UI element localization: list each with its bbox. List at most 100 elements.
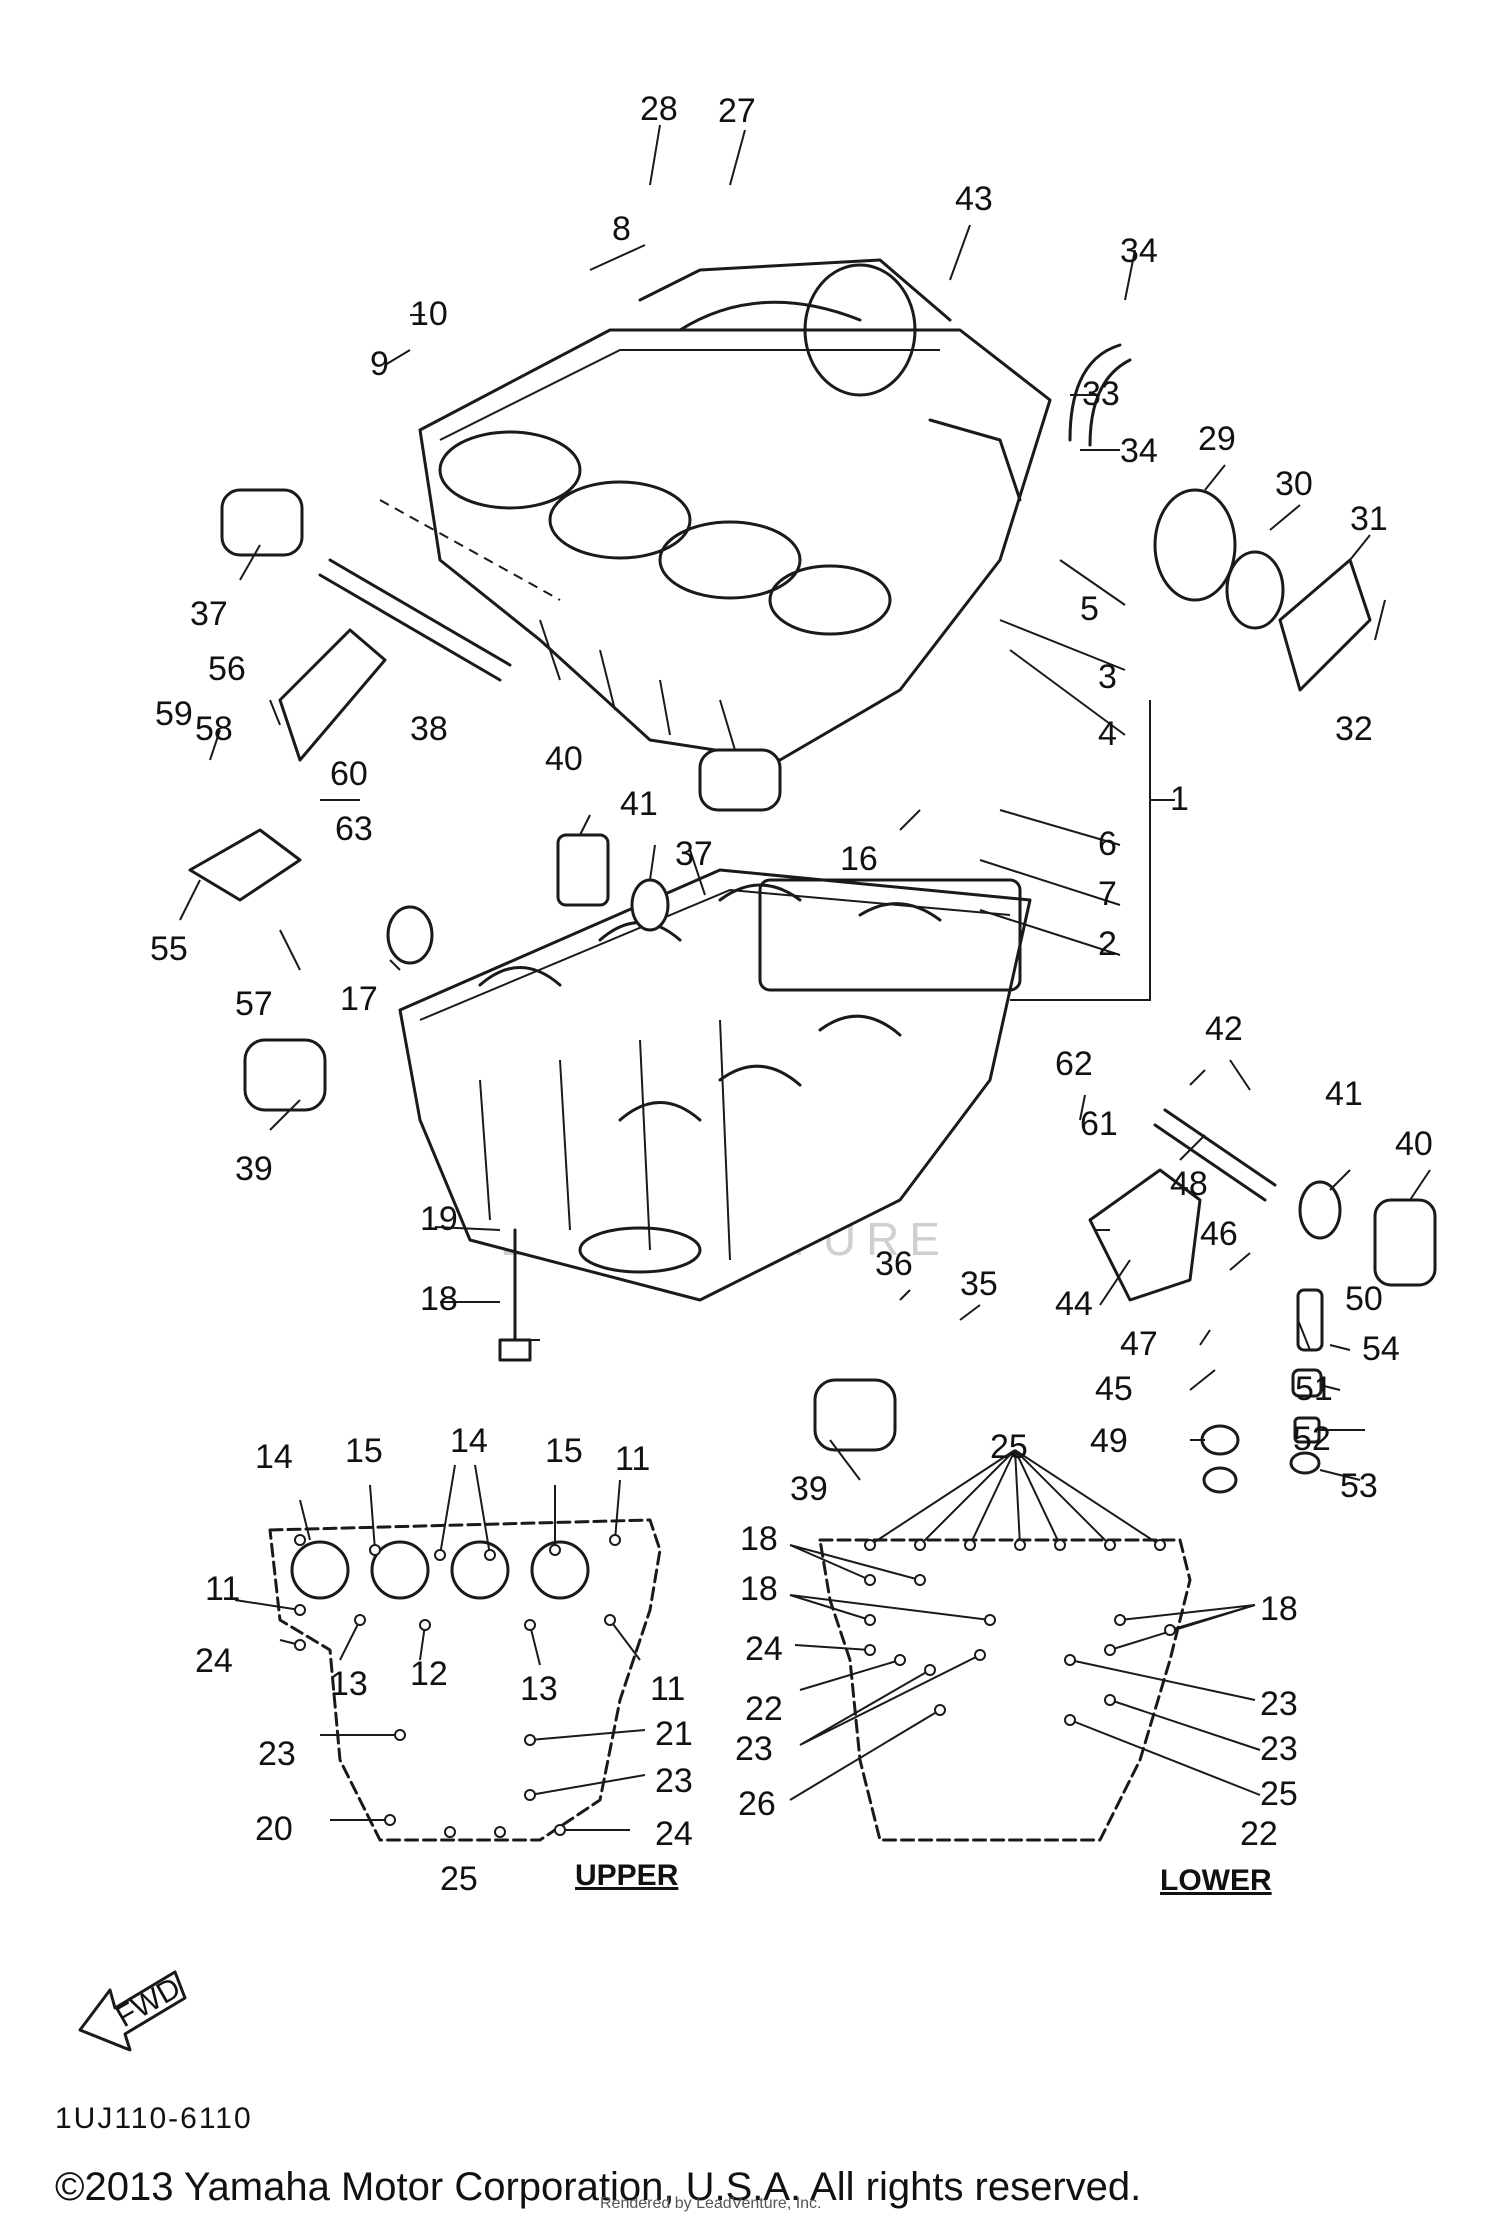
part-callout-38: 38 [410, 710, 448, 748]
part-callout-55: 55 [150, 930, 188, 968]
part-callout-36: 36 [875, 1245, 913, 1283]
upper-callout-24: 24 [655, 1815, 693, 1853]
part-callout-63: 63 [335, 810, 373, 848]
part-callout-42: 42 [1205, 1010, 1243, 1048]
upper-callout-13: 13 [330, 1665, 368, 1703]
part-callout-35: 35 [960, 1265, 998, 1303]
upper-callout-14: 14 [255, 1438, 293, 1476]
lower-callout-23: 23 [1260, 1730, 1298, 1768]
part-callout-37: 37 [675, 835, 713, 873]
lower-callout-18: 18 [740, 1570, 778, 1608]
part-callout-39: 39 [790, 1470, 828, 1508]
part-callout-41: 41 [1325, 1075, 1363, 1113]
part-callout-8: 8 [612, 210, 631, 248]
lower-callout-18: 18 [740, 1520, 778, 1558]
part-callout-19: 19 [420, 1200, 458, 1238]
lower-bolt-diagram [789, 1449, 1261, 1842]
part-callout-37: 37 [190, 595, 228, 633]
part-callout-61: 61 [1080, 1105, 1118, 1143]
lower-callout-25: 25 [990, 1428, 1028, 1466]
part-callout-28: 28 [640, 90, 678, 128]
part-callout-6: 6 [1098, 825, 1117, 863]
lower-label: LOWER [1160, 1864, 1272, 1897]
part-callout-44: 44 [1055, 1285, 1093, 1323]
part-callout-34: 34 [1120, 432, 1158, 470]
lower-callout-22: 22 [745, 1690, 783, 1728]
part-callout-49: 49 [1090, 1422, 1128, 1460]
part-callout-40: 40 [1395, 1125, 1433, 1163]
fwd-arrow-icon: FWD [78, 1970, 187, 2052]
part-callout-29: 29 [1198, 420, 1236, 458]
part-callout-47: 47 [1120, 1325, 1158, 1363]
upper-callout-24: 24 [195, 1642, 233, 1680]
upper-callout-14: 14 [450, 1422, 488, 1460]
part-callout-50: 50 [1345, 1280, 1383, 1318]
part-callout-2: 2 [1098, 925, 1117, 963]
part-callout-5: 5 [1080, 590, 1099, 628]
part-callout-27: 27 [718, 92, 756, 130]
lower-callout-26: 26 [738, 1785, 776, 1823]
part-callout-32: 32 [1335, 710, 1373, 748]
part-callout-41: 41 [620, 785, 658, 823]
part-callout-3: 3 [1098, 658, 1117, 696]
part-callout-46: 46 [1200, 1215, 1238, 1253]
part-callout-60: 60 [330, 755, 368, 793]
part-callout-7: 7 [1098, 875, 1117, 913]
lower-callout-24: 24 [745, 1630, 783, 1668]
part-callout-52: 52 [1293, 1420, 1331, 1458]
part-callout-57: 57 [235, 985, 273, 1023]
part-callout-43: 43 [955, 180, 993, 218]
upper-label: UPPER [575, 1859, 679, 1892]
part-callout-39: 39 [235, 1150, 273, 1188]
part-callout-34: 34 [1120, 232, 1158, 270]
part-callout-53: 53 [1340, 1467, 1378, 1505]
upper-callout-12: 12 [410, 1655, 448, 1693]
part-callout-56: 56 [208, 650, 246, 688]
lower-callout-23: 23 [735, 1730, 773, 1768]
part-callout-9: 9 [370, 345, 389, 383]
part-callout-48: 48 [1170, 1165, 1208, 1203]
leader-lines [179, 124, 1431, 1481]
part-callout-59: 59 [155, 695, 193, 733]
part-callout-45: 45 [1095, 1370, 1133, 1408]
upper-callout-11: 11 [615, 1440, 650, 1478]
upper-callout-11: 11 [205, 1570, 240, 1608]
lower-callout-25: 25 [1260, 1775, 1298, 1813]
lower-callout-22: 22 [1240, 1815, 1278, 1853]
upper-callout-21: 21 [655, 1715, 693, 1753]
part-callout-4: 4 [1098, 715, 1117, 753]
copyright-text: ©2013 Yamaha Motor Corporation, U.S.A. A… [55, 2165, 1141, 2209]
fwd-label: FWD [111, 1971, 187, 2034]
part-callout-33: 33 [1082, 375, 1120, 413]
lower-callout-18: 18 [1260, 1590, 1298, 1628]
upper-callout-11: 11 [650, 1670, 685, 1708]
part-callout-54: 54 [1362, 1330, 1400, 1368]
small-parts [188, 343, 1437, 1494]
part-code: 1UJ110-6110 [55, 2102, 253, 2135]
part-callout-62: 62 [1055, 1045, 1093, 1083]
upper-callout-25: 25 [440, 1860, 478, 1898]
rendered-by-text: Rendered by LeadVenture, Inc. [600, 2195, 822, 2212]
upper-callout-13: 13 [520, 1670, 558, 1708]
part-callout-17: 17 [340, 980, 378, 1018]
part-callout-16: 16 [840, 840, 878, 878]
part-callout-18: 18 [420, 1280, 458, 1318]
lower-crankcase-drawing [398, 868, 1032, 1302]
upper-callout-23: 23 [258, 1735, 296, 1773]
upper-callout-15: 15 [345, 1432, 383, 1470]
upper-bolt-diagram [234, 1464, 662, 1842]
part-callout-58: 58 [195, 710, 233, 748]
upper-callout-20: 20 [255, 1810, 293, 1848]
part-callout-31: 31 [1350, 500, 1388, 538]
upper-crankcase-drawing [379, 258, 1052, 762]
part-callout-30: 30 [1275, 465, 1313, 503]
lower-callout-23: 23 [1260, 1685, 1298, 1723]
part-callout-1: 1 [1170, 780, 1189, 818]
upper-callout-15: 15 [545, 1432, 583, 1470]
part-callout-40: 40 [545, 740, 583, 778]
